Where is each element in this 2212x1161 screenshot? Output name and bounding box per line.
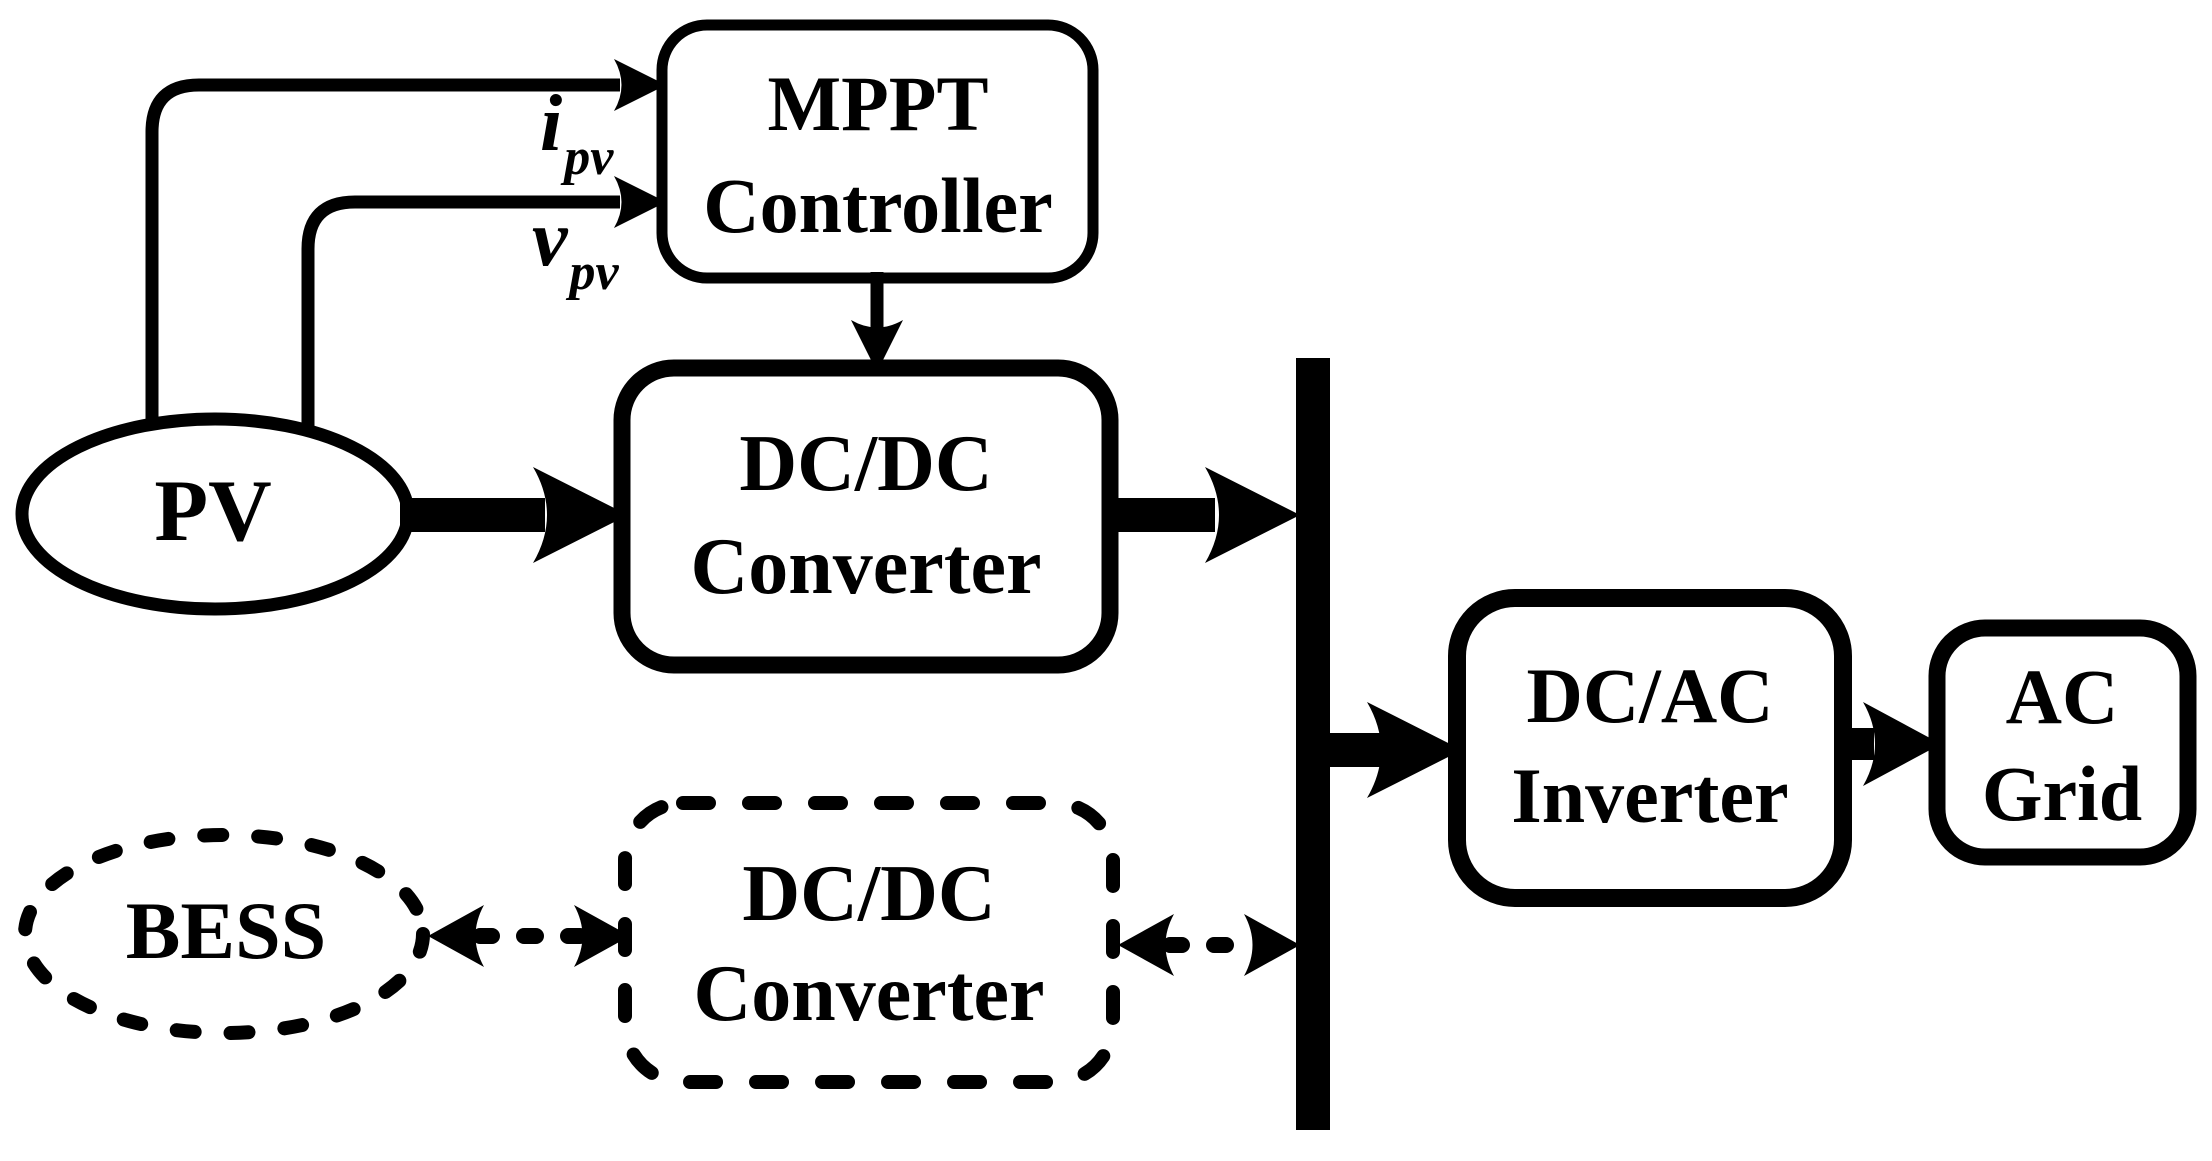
vpv-feedback-line bbox=[301, 195, 620, 426]
line-layer bbox=[15, 19, 2197, 1089]
dcdc-pv-label-line2: Converter bbox=[691, 523, 1042, 611]
mppt-to-dcdc-arrowhead-icon bbox=[851, 320, 903, 372]
vpv-signal-base: v bbox=[532, 195, 569, 283]
dcdc-to-bus-arrowhead-icon bbox=[1205, 467, 1300, 563]
dcdc-pv-label-line1: DC/DC bbox=[739, 420, 992, 508]
bus-to-dcdc-arrowhead-icon bbox=[1118, 914, 1174, 976]
inverter-to-grid-arrowhead-icon bbox=[1863, 702, 1941, 786]
mppt-label-line1: MPPT bbox=[768, 60, 989, 147]
bus-to-inverter-arrowhead-icon bbox=[1367, 702, 1462, 798]
bess-node-ellipse bbox=[18, 828, 430, 1040]
dcdc-bess-label-line1: DC/DC bbox=[742, 850, 995, 938]
inverter-label-line1: DC/AC bbox=[1527, 652, 1774, 739]
dcdc-to-bess-arrowhead-icon bbox=[428, 905, 484, 967]
dcdc-to-bus-dashed-arrowhead-icon bbox=[1244, 914, 1300, 976]
ac-grid-label-line1: AC bbox=[2006, 653, 2119, 740]
ipv-signal-base: i bbox=[540, 80, 562, 168]
dcdc-bess-label-line2: Converter bbox=[694, 950, 1045, 1038]
dc-bus-bar bbox=[1296, 358, 1330, 1130]
pv-label: PV bbox=[154, 463, 271, 560]
vpv-signal-label: vpv bbox=[532, 195, 620, 301]
ipv-feedback-line bbox=[145, 78, 620, 424]
ipv-signal-subscript: pv bbox=[560, 129, 614, 186]
mppt-label-line2: Controller bbox=[703, 162, 1052, 249]
bess-to-dcdc-arrowhead-icon bbox=[574, 905, 630, 967]
text-layer: PV BESS MPPT Controller DC/DC Converter … bbox=[126, 60, 2142, 1038]
inverter-label-line2: Inverter bbox=[1511, 752, 1788, 839]
dcdc-converter-bess-box bbox=[618, 796, 1120, 1089]
vpv-signal-subscript: pv bbox=[566, 244, 620, 301]
vpv-arrowhead-icon bbox=[614, 176, 666, 228]
bess-label: BESS bbox=[126, 885, 327, 976]
ipv-signal-label: ipv bbox=[540, 80, 614, 186]
ac-grid-label-line2: Grid bbox=[1982, 750, 2142, 837]
pv-to-dcdc-arrowhead-icon bbox=[533, 467, 628, 563]
solid-layer bbox=[428, 59, 1941, 1130]
ipv-arrowhead-icon bbox=[614, 59, 666, 111]
